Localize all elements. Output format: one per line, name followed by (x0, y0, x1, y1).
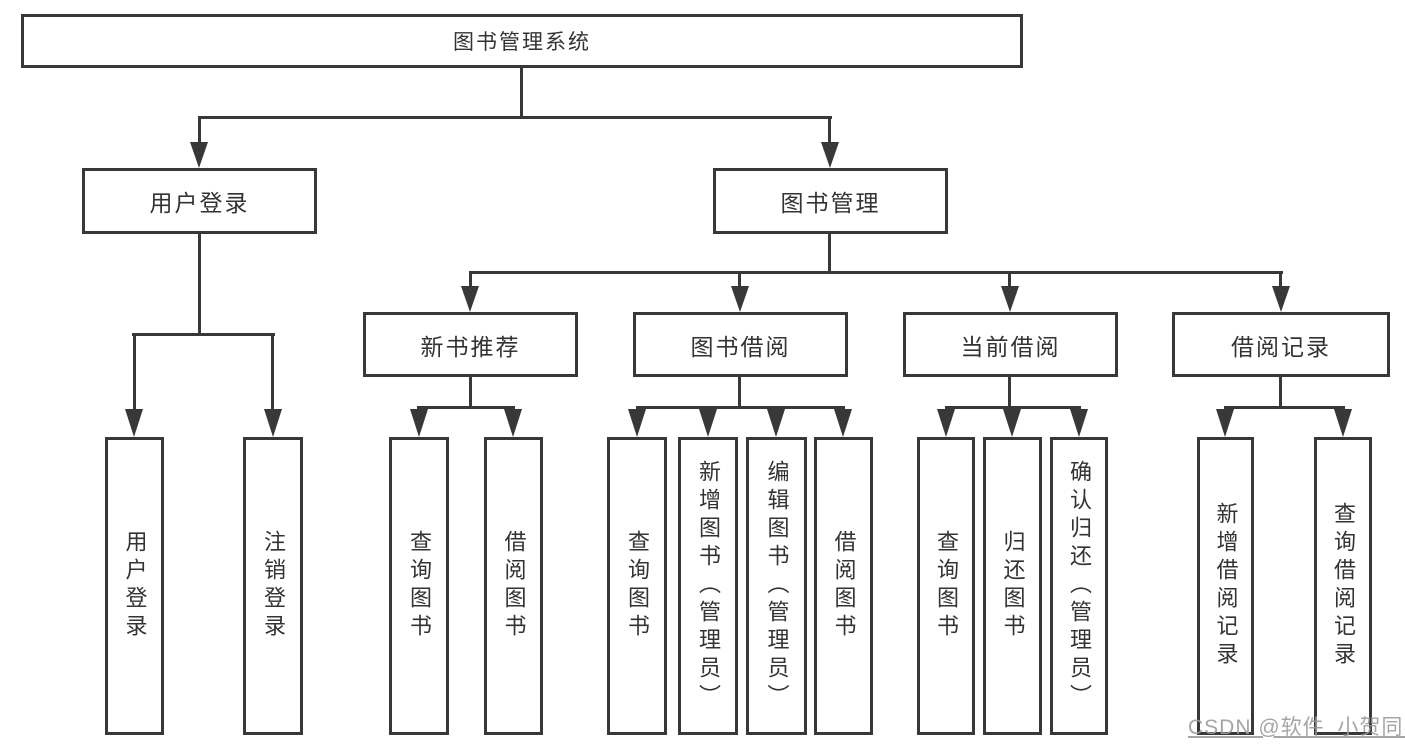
connector-current-stem (1008, 376, 1011, 409)
node-library-management-system: 图书管理系统 (21, 14, 1023, 68)
node-label: 当前借阅 (960, 333, 1061, 360)
arrow-down-icon (190, 142, 208, 168)
leaf-query-books: 查询图书 (389, 437, 449, 735)
node-label: 用户登录 (149, 190, 250, 216)
node-label: 图书管理系统 (453, 31, 591, 54)
watermark: CSDN @软件_小贺同学 (1188, 716, 1405, 739)
connector-login-stem (198, 232, 201, 336)
connector-new-stem (469, 376, 472, 409)
arrow-down-icon (1272, 286, 1290, 312)
node-book-borrowing: 图书借阅 (633, 312, 848, 377)
arrow-down-icon (699, 409, 717, 437)
leaf-edit-books-admin: 编辑图书（管理员） (746, 437, 807, 735)
connector-drop-login (198, 116, 201, 146)
arrow-down-icon (1003, 409, 1021, 437)
connector-borrow-split (636, 406, 845, 409)
connector-records-split (1224, 406, 1344, 409)
leaf-confirm-return-admin: 确认归还（管理员） (1050, 437, 1108, 735)
node-label: 借阅记录 (1231, 333, 1331, 360)
leaf-query-books: 查询图书 (607, 437, 667, 735)
connector-drop-mgmt (828, 116, 831, 146)
connector-drop-current (1008, 271, 1011, 291)
leaf-borrow-books: 借阅图书 (484, 437, 543, 735)
arrow-down-icon (767, 409, 785, 437)
arrow-down-icon (834, 409, 852, 437)
arrow-down-icon (1216, 409, 1234, 437)
connector-mgmt-split (469, 271, 1283, 274)
arrow-down-icon (731, 286, 749, 312)
connector-root-split (198, 116, 832, 119)
arrow-down-icon (461, 286, 479, 312)
node-borrowing-records: 借阅记录 (1172, 312, 1390, 377)
leaf-add-borrow-record: 新增借阅记录 (1197, 437, 1254, 735)
connector-mgmt-stem (828, 232, 831, 274)
arrow-down-icon (125, 409, 143, 437)
connector-login-split (132, 333, 275, 336)
connector-root-stem (520, 66, 523, 119)
arrow-down-icon (1070, 409, 1088, 437)
arrow-down-icon (1334, 409, 1352, 437)
leaf-logout: 注销登录 (243, 437, 303, 735)
connector-borrow-stem (738, 376, 741, 409)
node-current-borrowing: 当前借阅 (903, 312, 1118, 377)
arrow-down-icon (821, 142, 839, 168)
leaf-add-books-admin: 新增图书（管理员） (678, 437, 738, 735)
arrow-down-icon (410, 409, 428, 437)
node-label: 新书推荐 (420, 333, 521, 360)
arrow-down-icon (1001, 286, 1019, 312)
node-new-book-recommendation: 新书推荐 (363, 312, 578, 377)
arrow-down-icon (628, 409, 646, 437)
node-user-login: 用户登录 (82, 168, 317, 234)
arrow-down-icon (264, 409, 282, 437)
connector-drop-borrow (738, 271, 741, 291)
node-book-management: 图书管理 (713, 168, 948, 234)
arrow-down-icon (504, 409, 522, 437)
connector-new-split (417, 406, 515, 409)
leaf-query-books: 查询图书 (917, 437, 975, 735)
connector-drop-leaf (133, 333, 136, 411)
leaf-query-borrow-record: 查询借阅记录 (1314, 437, 1372, 735)
node-label: 图书借阅 (690, 333, 791, 360)
connector-drop-records (1279, 271, 1282, 291)
connector-drop-new (469, 271, 472, 291)
connector-drop-leaf (271, 333, 274, 411)
arrow-down-icon (937, 409, 955, 437)
leaf-borrow-books: 借阅图书 (814, 437, 873, 735)
node-label: 图书管理 (780, 190, 881, 216)
leaf-return-books: 归还图书 (983, 437, 1042, 735)
leaf-user-login: 用户登录 (105, 437, 164, 735)
connector-records-stem (1279, 376, 1282, 409)
